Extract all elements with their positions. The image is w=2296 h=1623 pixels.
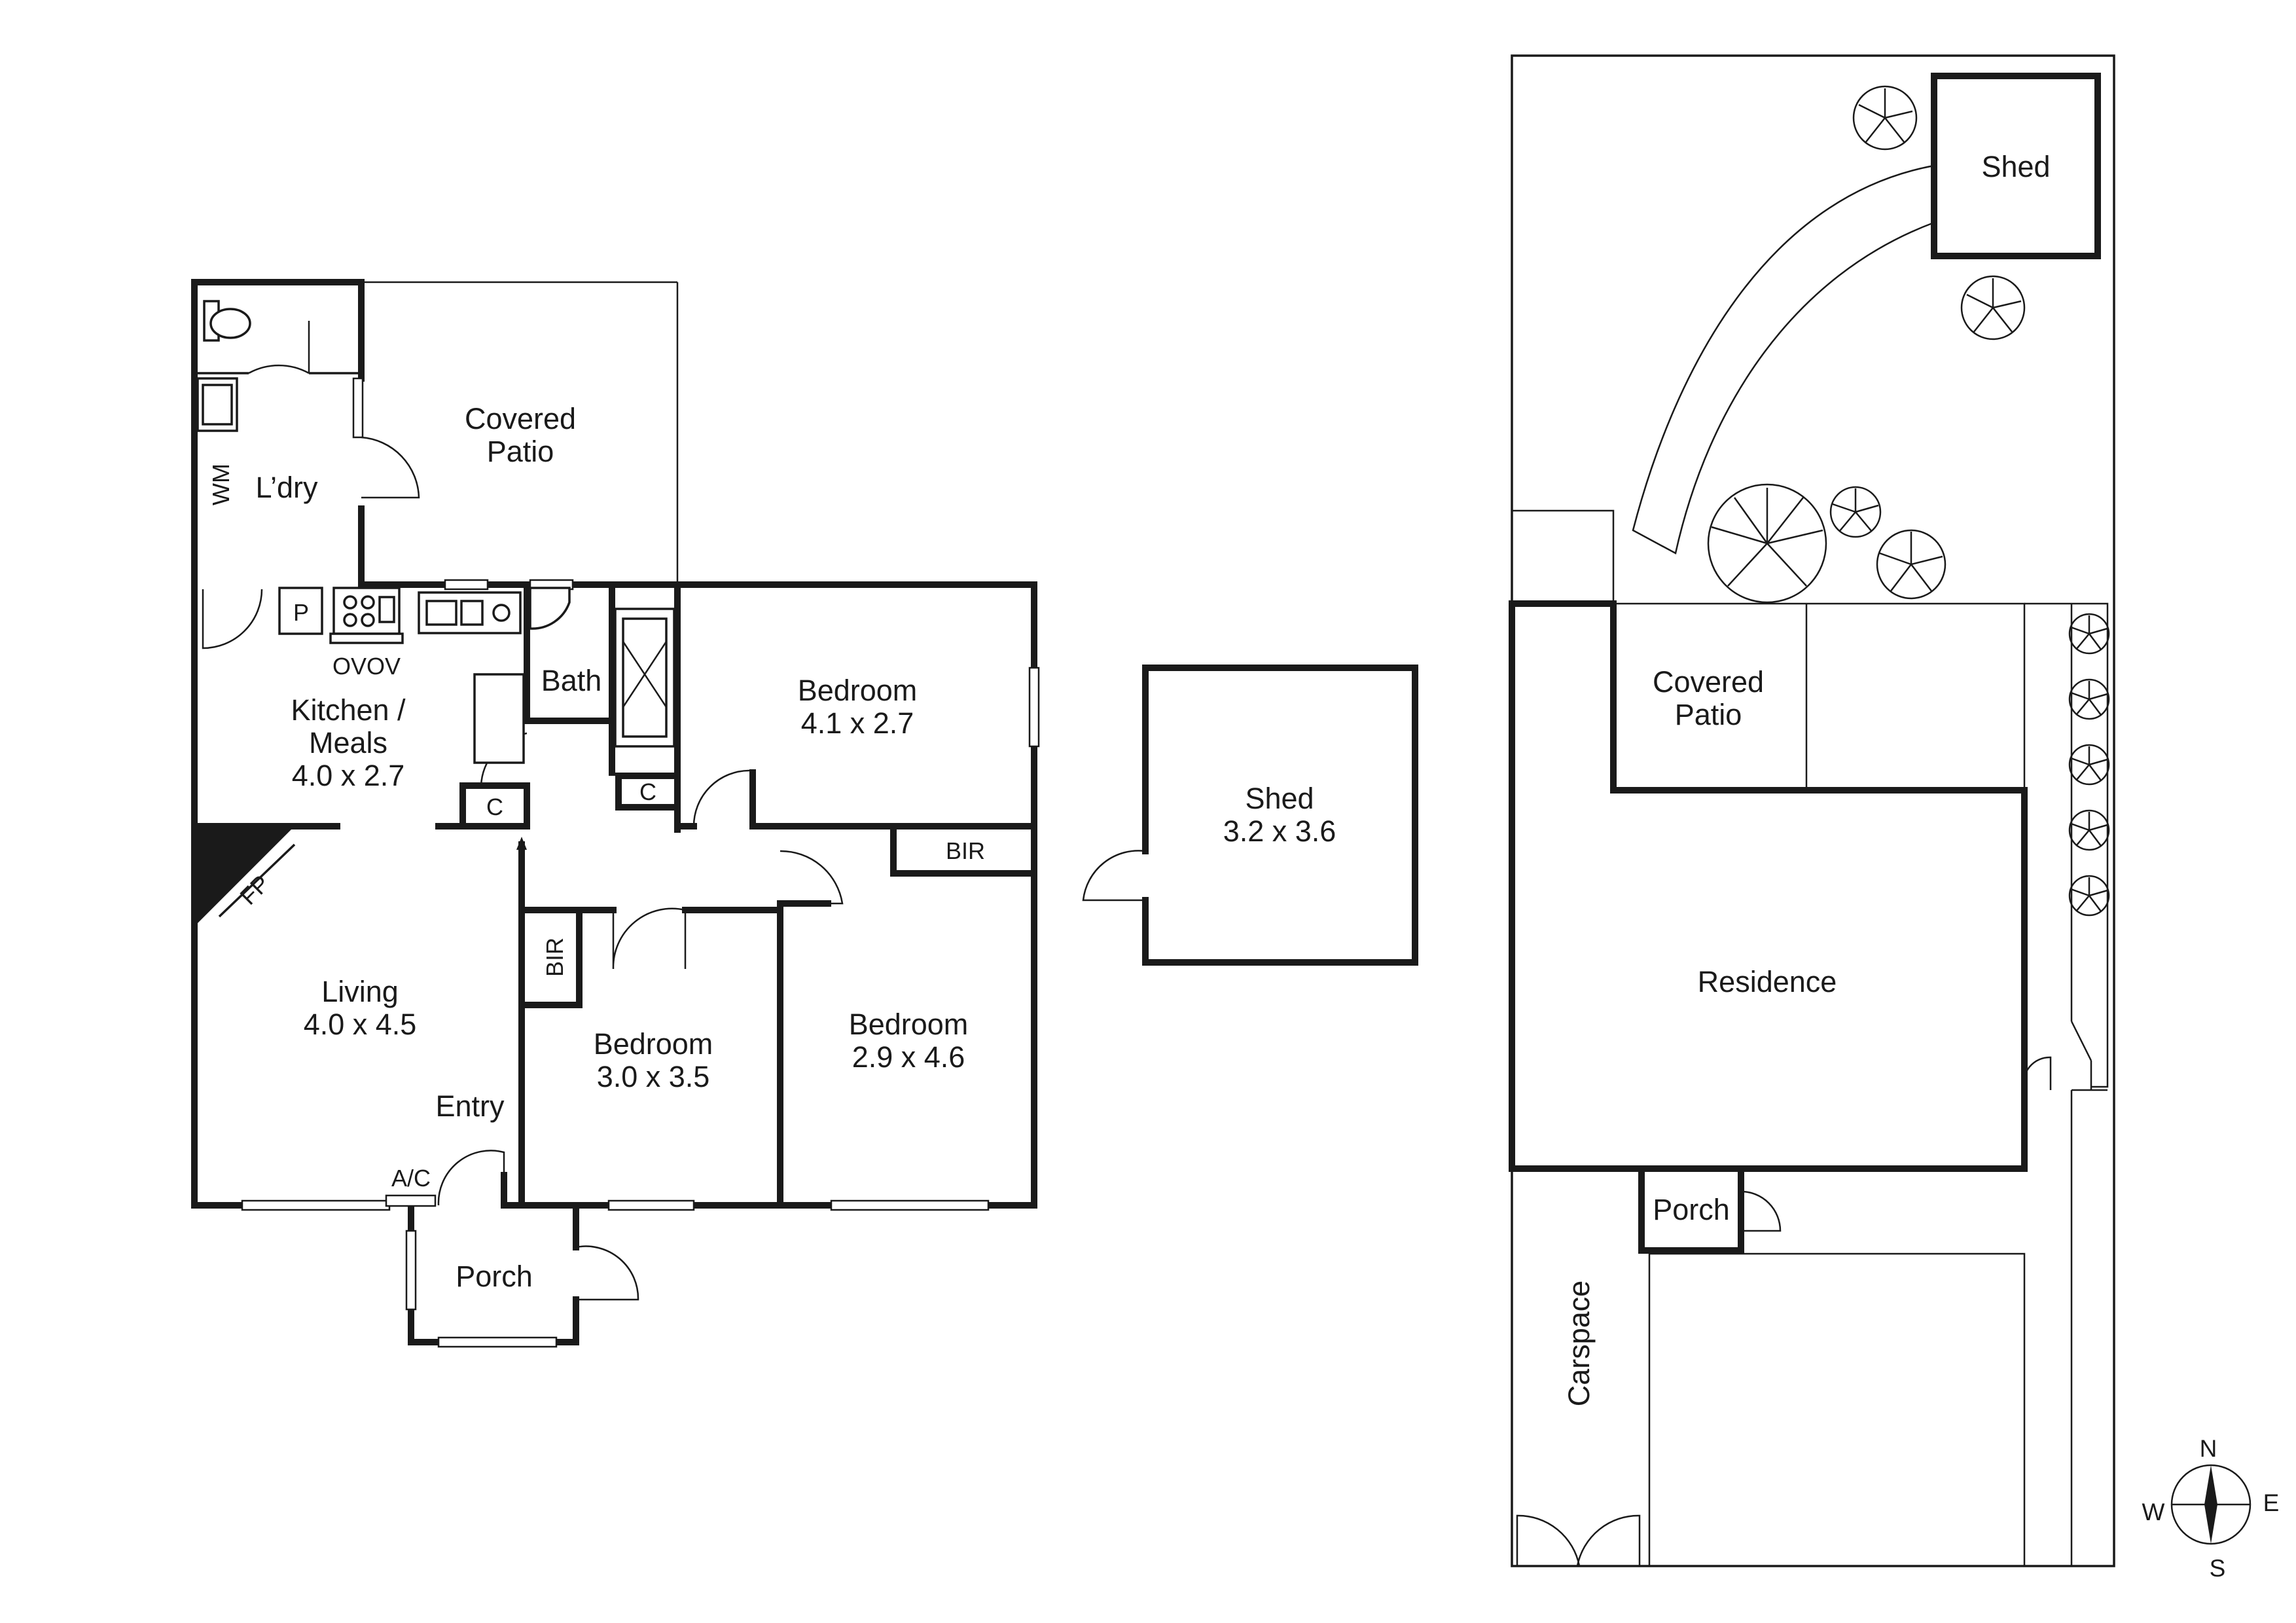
label-shed-size: 3.2 x 3.6 [1223, 814, 1336, 848]
label-ovens: OVOV [332, 653, 401, 680]
fixtures [196, 300, 675, 897]
label-bir-east: BIR [946, 837, 985, 864]
tree-icon [2068, 613, 2110, 655]
label-bath: Bath [541, 664, 602, 697]
covered-patio-outline [361, 281, 679, 585]
label-site-patio-line2: Patio [1675, 698, 1742, 731]
label-kitchen-size: 4.0 x 2.7 [292, 759, 405, 792]
compass-south: S [2210, 1555, 2226, 1582]
shed-floor-plan: Shed 3.2 x 3.6 [1082, 665, 1418, 966]
label-site-patio-line1: Covered [1653, 665, 1764, 699]
label-residence: Residence [1698, 965, 1837, 998]
label-bedroom-north: Bedroom [798, 674, 918, 707]
compass-west: W [2142, 1499, 2165, 1525]
label-cupboard-1: C [486, 793, 503, 820]
label-bedroom-south-west: Bedroom [594, 1027, 713, 1061]
label-entry: Entry [435, 1089, 505, 1123]
interior-walls [191, 372, 1037, 1209]
tree-icon [1876, 529, 1946, 600]
label-wm: WM [207, 464, 234, 505]
tree-icon [1960, 275, 2026, 340]
label-bedroom-south-west-size: 3.0 x 3.5 [597, 1060, 710, 1093]
label-bedroom-south-east: Bedroom [849, 1008, 969, 1041]
label-bedroom-north-size: 4.1 x 2.7 [801, 706, 914, 740]
label-pantry: P [293, 599, 309, 626]
label-patio-line1: Covered [465, 402, 576, 435]
tree-icon [1852, 85, 1918, 151]
floor-plan-labels: WM L’dry Covered Patio P OVOV Kitchen / … [207, 402, 985, 1293]
label-kitchen-line2: Meals [309, 726, 387, 759]
label-laundry: L’dry [255, 471, 318, 504]
label-shed: Shed [1245, 782, 1314, 815]
tree-icon [2068, 744, 2110, 786]
label-bir-west: BIR [541, 938, 568, 977]
label-site-porch: Porch [1653, 1193, 1730, 1226]
label-kitchen-line1: Kitchen / [291, 693, 406, 727]
label-site-shed: Shed [1981, 150, 2050, 183]
compass-rose-icon: N E S W [2142, 1435, 2280, 1582]
tree-icon [2068, 809, 2110, 851]
site-plan: Shed Covered Patio Residence Porch Carsp… [1509, 54, 2115, 1567]
tree-icon [2068, 875, 2110, 917]
label-aircon: A/C [391, 1165, 431, 1192]
tree-icon [2068, 678, 2110, 720]
label-carspace: Carspace [1562, 1281, 1596, 1407]
label-living: Living [321, 975, 399, 1008]
label-porch: Porch [456, 1260, 533, 1293]
tree-icon [1829, 486, 1882, 538]
label-patio-line2: Patio [487, 435, 554, 468]
compass-north: N [2200, 1435, 2217, 1462]
house-floor-plan: WM L’dry Covered Patio P OVOV Kitchen / … [191, 279, 1040, 1348]
label-cupboard-2: C [639, 778, 656, 805]
fireplace [194, 826, 295, 926]
label-bedroom-south-east-size: 2.9 x 4.6 [852, 1040, 965, 1074]
label-living-size: 4.0 x 4.5 [304, 1008, 417, 1041]
compass-east: E [2263, 1489, 2280, 1516]
tree-icon [1707, 483, 1827, 604]
